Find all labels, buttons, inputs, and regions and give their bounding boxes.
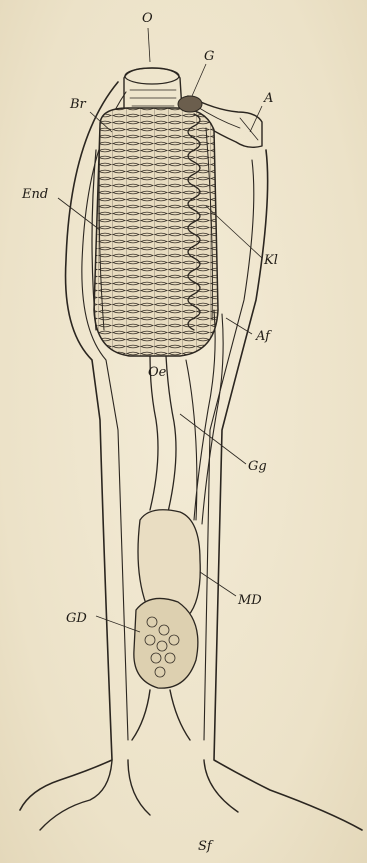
- label-O: O: [142, 11, 153, 26]
- label-Oe: Oe: [148, 365, 167, 380]
- label-Kl: Kl: [263, 253, 278, 268]
- label-Sf: Sf: [198, 839, 214, 854]
- label-Gg: Gg: [248, 459, 267, 474]
- stolon: [40, 690, 238, 830]
- label-MD: MD: [237, 593, 262, 608]
- ganglion: [178, 96, 202, 112]
- label-End: End: [21, 187, 48, 202]
- label-A: A: [263, 91, 273, 106]
- label-Af: Af: [255, 329, 272, 344]
- label-G: G: [204, 49, 214, 64]
- label-GD: GD: [66, 611, 87, 626]
- label-Br: Br: [69, 97, 87, 112]
